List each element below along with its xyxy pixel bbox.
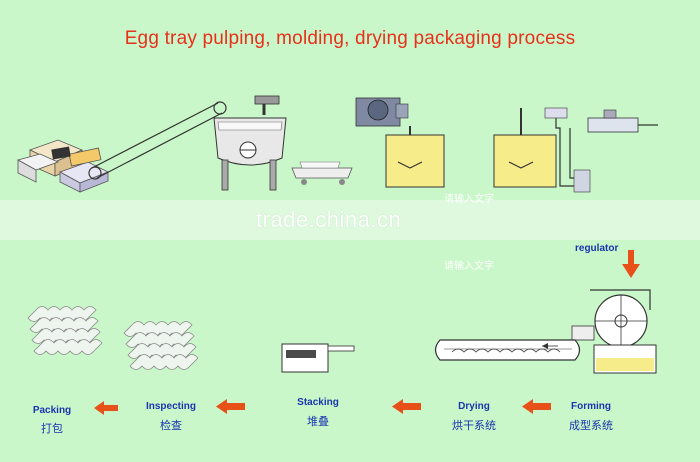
step-forming-label-zh: 成型系统 xyxy=(569,420,613,432)
watermark-band xyxy=(0,200,700,240)
diagram-title: Egg tray pulping, molding, drying packag… xyxy=(124,28,576,49)
forming-machine xyxy=(571,289,657,374)
placeholder-text-bottom: 请输入文字 xyxy=(444,261,494,272)
step-stacking-label: Stacking xyxy=(297,397,339,408)
step-packing-label-zh: 打包 xyxy=(41,423,63,435)
mixing-tank-2 xyxy=(493,108,557,188)
conveyor-belt xyxy=(88,101,227,180)
pulp-cart xyxy=(291,161,353,185)
flow-arrow-inspecting-to-packing xyxy=(94,401,118,415)
step-inspecting-label-zh: 检查 xyxy=(160,420,182,432)
regulator-down-arrow xyxy=(622,250,640,278)
mixing-tank-1 xyxy=(355,97,445,188)
pulp-pipeline xyxy=(544,107,658,193)
step-packing-label: Packing xyxy=(32,405,72,416)
flow-arrow-drying-to-stacking xyxy=(392,399,421,414)
drying-line xyxy=(434,339,581,361)
flow-arrow-stacking-to-inspecting xyxy=(216,399,245,414)
flow-arrow-forming-to-drying xyxy=(522,399,551,414)
regulator-label: regulator xyxy=(575,243,619,254)
egg-tray-stack-inspecting xyxy=(123,321,199,370)
step-forming-label: Forming xyxy=(571,401,611,412)
egg-tray-stack-packing xyxy=(27,306,103,355)
step-drying-label-zh: 烘干系统 xyxy=(452,420,496,432)
step-drying-label: Drying xyxy=(458,401,490,412)
pulper-tank xyxy=(213,95,287,191)
placeholder-text-top: 请输入文字 xyxy=(444,194,494,205)
step-stacking-label-zh: 堆叠 xyxy=(307,416,329,428)
waste-paper-bundles xyxy=(16,139,109,193)
watermark-text: trade.china.cn xyxy=(256,207,402,232)
stacking-machine xyxy=(281,343,355,373)
step-inspecting-label: Inspecting xyxy=(145,401,196,412)
